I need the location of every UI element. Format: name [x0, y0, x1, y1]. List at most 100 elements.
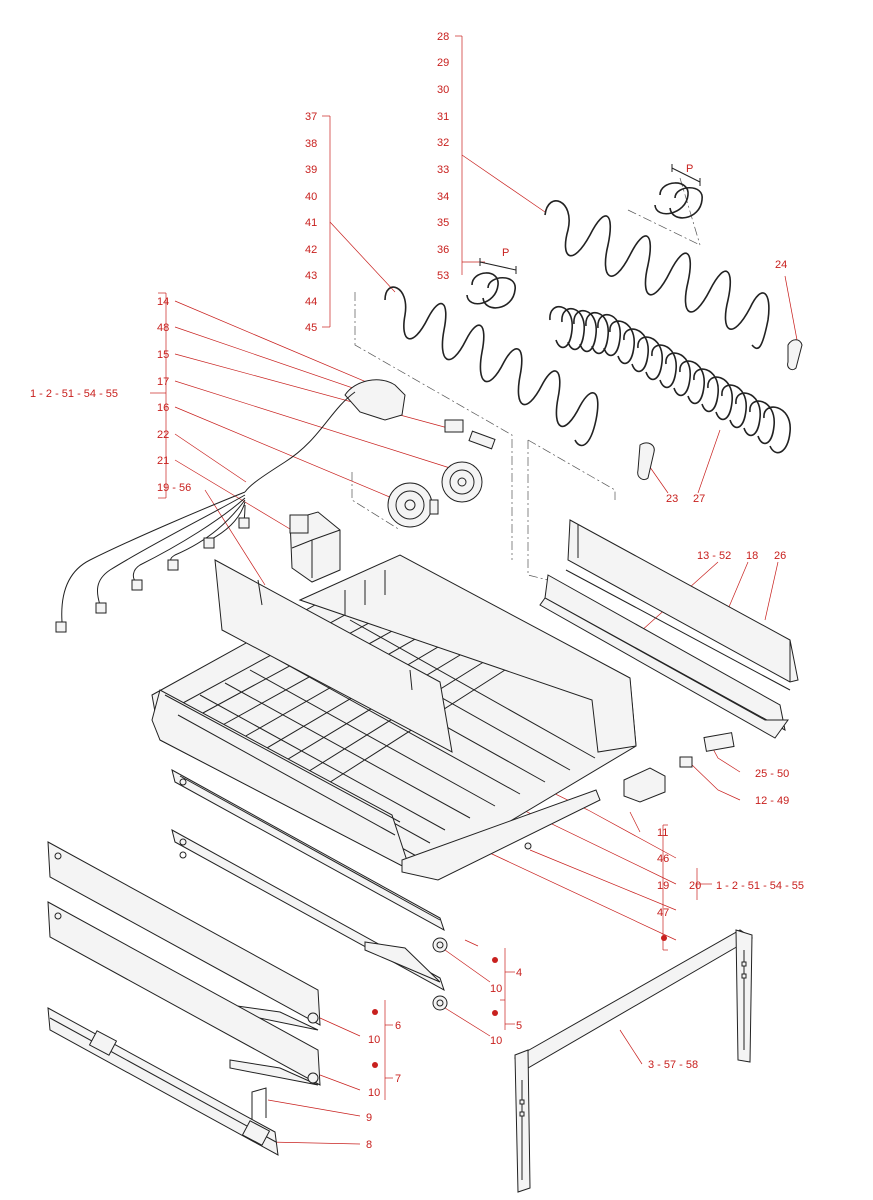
marker-dot: [372, 1009, 378, 1015]
motor-bracket: [344, 379, 406, 421]
connector: [55, 621, 67, 633]
label-41: 41: [305, 217, 317, 229]
clip-23: [637, 442, 655, 481]
gear-hub: [429, 499, 439, 515]
marker-dot: [661, 935, 667, 941]
coil-spring-tight: [549, 305, 791, 454]
connector: [238, 517, 250, 529]
label-27: 27: [693, 493, 705, 505]
connector: [167, 559, 179, 571]
label-19: 19: [657, 880, 669, 892]
bushing: [444, 419, 464, 433]
label-42: 42: [305, 244, 317, 256]
roller-10-b: [432, 995, 448, 1011]
label-1-2-51-54-55-left: 1 - 2 - 51 - 54 - 55: [30, 388, 118, 400]
spiral-spring-middle: [384, 286, 599, 447]
label-37: 37: [305, 111, 317, 123]
clip-24: [787, 339, 803, 371]
label-11: 11: [657, 827, 668, 839]
label-10-a: 10: [490, 983, 502, 995]
label-column-37-45: 37 38 39 40 41 42 43 44 45: [305, 111, 331, 334]
label-29: 29: [437, 57, 449, 69]
connector-11: [623, 767, 666, 803]
plate-12: [679, 756, 693, 768]
part-labels: P P 24 23 27 13 - 52 18 26 25 - 50 12 - …: [366, 163, 804, 1151]
roller-10-c: [307, 1012, 319, 1024]
label-39: 39: [305, 164, 317, 176]
tray-side-left: [151, 689, 411, 872]
label-16: 16: [157, 402, 169, 414]
guide-13: [539, 597, 789, 739]
label-36: 36: [437, 244, 449, 256]
leader-lines: [174, 154, 798, 1145]
tray-front-lip: [401, 789, 601, 881]
label-24: 24: [775, 259, 787, 271]
label-7: 7: [395, 1073, 401, 1085]
roller-10-d: [307, 1072, 319, 1084]
label-21: 21: [157, 455, 169, 467]
wire-harness: [55, 391, 356, 633]
label-44: 44: [305, 296, 317, 308]
front-rail-8: [47, 1007, 279, 1156]
label-9: 9: [366, 1112, 372, 1124]
label-17: 17: [157, 376, 169, 388]
label-43: 43: [305, 270, 317, 282]
screw-47: [524, 842, 532, 850]
connector: [203, 537, 215, 549]
gear-wheel-16: [387, 482, 433, 528]
label-15: 15: [157, 349, 169, 361]
label-column-28-53: 28 29 30 31 32 33 34 35 36 53: [437, 31, 463, 282]
label-8: 8: [366, 1139, 372, 1151]
marker-dot: [492, 957, 498, 963]
spiral-spring-large-upper: [544, 200, 770, 350]
label-46: 46: [657, 853, 669, 865]
label-45: 45: [305, 322, 317, 334]
label-22: 22: [157, 429, 169, 441]
spiral-tray: [151, 554, 637, 881]
marker-dot: [492, 1010, 498, 1016]
plate-25: [703, 732, 735, 752]
label-53: 53: [437, 270, 449, 282]
label-10-b: 10: [490, 1035, 502, 1047]
slide-rail-7: [47, 901, 321, 1086]
label-32: 32: [437, 137, 449, 149]
label-31: 31: [437, 111, 449, 123]
marker-dot: [372, 1062, 378, 1068]
label-4: 4: [516, 967, 522, 979]
label-19-56: 19 - 56: [157, 482, 191, 494]
connector: [95, 602, 107, 614]
label-column-14-19: 14 48 15 17 16 22 21 19 - 56 1 - 2 - 51 …: [30, 292, 191, 499]
label-33: 33: [437, 164, 449, 176]
shaft: [468, 430, 496, 450]
spring-end-coil-upper: [654, 182, 703, 219]
label-30: 30: [437, 84, 449, 96]
red-markers: [372, 935, 667, 1068]
label-10-c: 10: [368, 1034, 380, 1046]
label-25-50: 25 - 50: [755, 768, 789, 780]
spring-end-coil-lower: [466, 272, 516, 309]
label-18: 18: [746, 550, 758, 562]
support-frame: [514, 929, 753, 1193]
clip-9: [251, 1087, 267, 1120]
label-38: 38: [305, 138, 317, 150]
label-47: 47: [657, 907, 669, 919]
pitch-markers: [479, 164, 701, 274]
label-1-2-51-54-55-right: 1 - 2 - 51 - 54 - 55: [716, 880, 804, 892]
gear-motor-assembly: [289, 379, 496, 583]
label-5: 5: [516, 1020, 522, 1032]
label-3-57-58: 3 - 57 - 58: [648, 1059, 698, 1071]
label-12-49: 12 - 49: [755, 795, 789, 807]
telescopic-rail-4: [171, 769, 445, 932]
label-35: 35: [437, 217, 449, 229]
label-p-upper: P: [686, 163, 693, 175]
connector: [131, 579, 143, 591]
label-28: 28: [437, 31, 449, 43]
label-p-lower: P: [502, 247, 509, 259]
label-40: 40: [305, 191, 317, 203]
motor-cap: [289, 514, 309, 534]
product-guide-rails: [539, 519, 799, 739]
gear-wheel-17: [441, 461, 483, 503]
telescopic-rail-5: [171, 829, 445, 992]
